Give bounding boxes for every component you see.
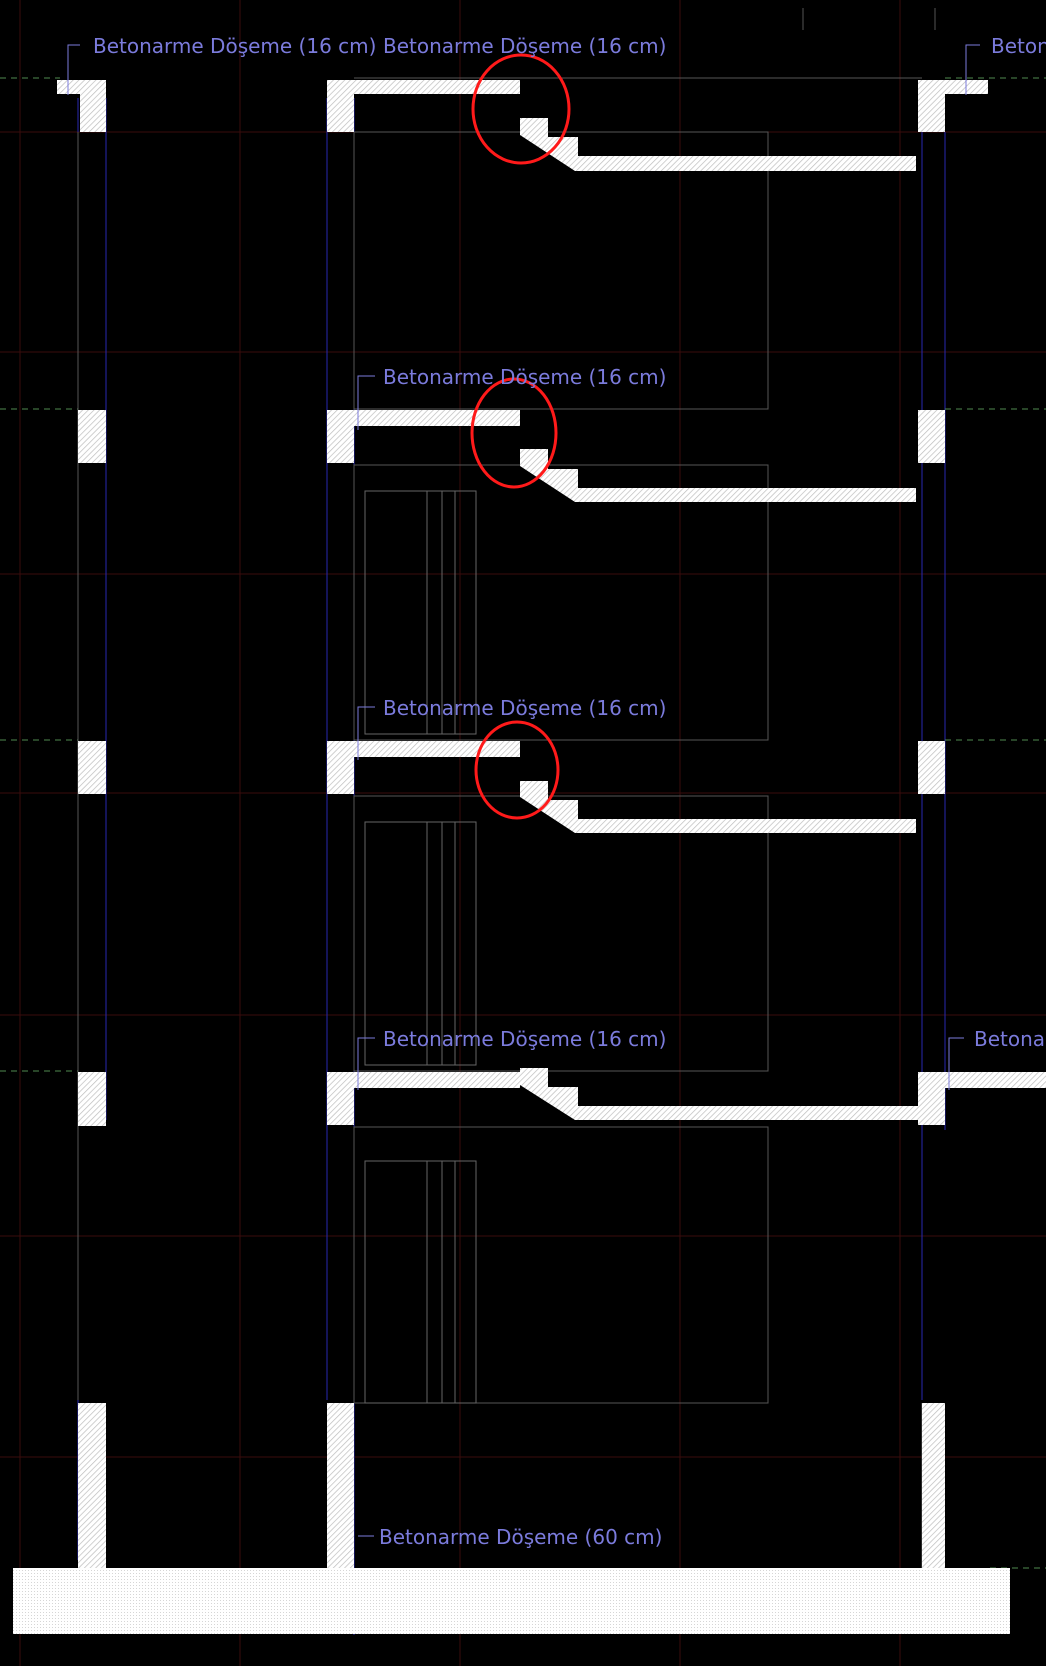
level-lines (0, 77, 1046, 1569)
label-slab-16-e: Betonarme Döşeme (16 cm) (383, 1027, 667, 1051)
foundation-raft (13, 1568, 1010, 1634)
roof-slab (57, 80, 988, 132)
columns-left (78, 410, 106, 1568)
highlight-circle (474, 720, 560, 820)
label-slab-16-right-bottom: Betona (974, 1027, 1046, 1051)
highlight-circle (471, 53, 571, 165)
label-slab-16-b: Betonarme Döşeme (16 cm) (383, 34, 667, 58)
label-slab-16-right-top: Beton (991, 34, 1046, 58)
door-elevations (364, 490, 477, 1404)
highlight-circles (470, 53, 571, 820)
label-slab-16-a: Betonarme Döşeme (16 cm) (93, 34, 377, 58)
label-slab-16-c: Betonarme Döşeme (16 cm) (383, 365, 667, 389)
highlight-circle (470, 377, 558, 489)
stair-flights (520, 118, 918, 1120)
label-leaders (67, 44, 980, 1537)
top-ticks (802, 8, 936, 30)
label-slab-60: Betonarme Döşeme (60 cm) (379, 1525, 663, 1549)
label-slab-16-d: Betonarme Döşeme (16 cm) (383, 696, 667, 720)
floor-slabs (327, 410, 1046, 1568)
axis-lines (77, 98, 946, 1635)
